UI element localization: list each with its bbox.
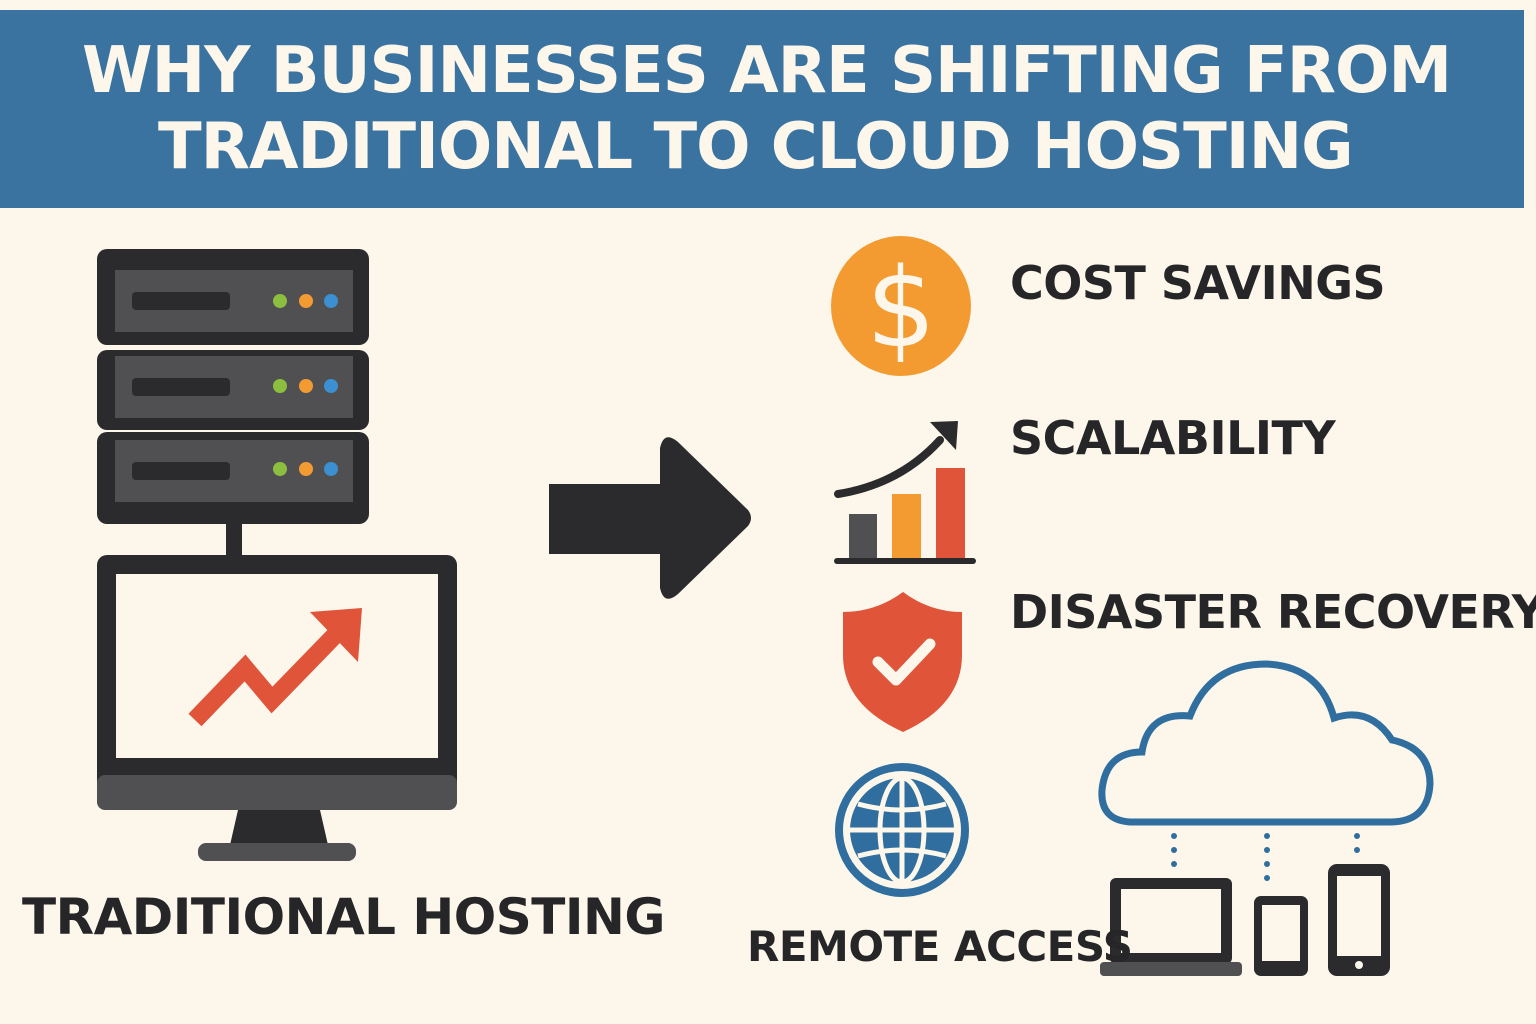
dollar-coin-icon: $ bbox=[831, 236, 971, 376]
title-line-2: TRADITIONAL TO CLOUD HOSTING bbox=[158, 110, 1354, 184]
title-banner: WHY BUSINESSES ARE SHIFTING FROM TRADITI… bbox=[0, 10, 1524, 208]
growth-chart-icon bbox=[834, 421, 976, 564]
remote-access-label: REMOTE ACCESS bbox=[747, 922, 1133, 971]
title-line-1: WHY BUSINESSES ARE SHIFTING FROM bbox=[82, 34, 1452, 108]
shield-check-icon bbox=[843, 592, 962, 732]
traditional-hosting-label: TRADITIONAL HOSTING bbox=[22, 888, 665, 946]
smartphone-icon bbox=[1328, 864, 1390, 976]
disaster-recovery-label: DISASTER RECOVERY bbox=[1010, 585, 1536, 639]
cloud-icon bbox=[1098, 660, 1434, 881]
server-rack-icon bbox=[97, 249, 369, 558]
monitor-icon bbox=[97, 555, 457, 861]
laptop-icon bbox=[1100, 878, 1242, 976]
cost-savings-label: COST SAVINGS bbox=[1010, 256, 1386, 310]
tablet-icon bbox=[1254, 896, 1308, 976]
arrow-right-icon bbox=[549, 437, 751, 599]
svg-text:$: $ bbox=[866, 244, 936, 372]
scalability-label: SCALABILITY bbox=[1010, 411, 1336, 465]
globe-icon bbox=[835, 763, 969, 897]
